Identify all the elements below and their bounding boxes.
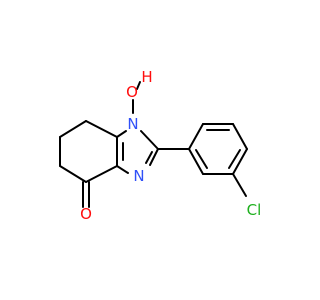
bond-c2-n3 [149, 148, 159, 166]
bond-c2-n3-inner [145, 151, 153, 164]
bond-c7-c6 [59, 120, 87, 138]
atom-label-nitrogen-1: N [127, 115, 138, 133]
bond-c6prime-c1prime-inner [195, 149, 208, 169]
bond-c5prime-cl [232, 173, 247, 197]
atom-label-oxygen-hydroxyl: O [126, 83, 138, 101]
bond-c6prime-c1prime [188, 148, 204, 175]
bond-c3prime-c4prime [232, 123, 248, 150]
atom-label-oxygen-carbonyl: O [80, 205, 92, 223]
bond-c5-c4 [59, 165, 87, 183]
bond-n1-c2 [140, 130, 159, 150]
atom-label-hydrogen-hydroxyl: H [141, 68, 152, 86]
bond-c4-c3a [85, 165, 118, 183]
bond-o-h [136, 81, 141, 90]
bond-layer [59, 81, 248, 208]
atom-label-nitrogen-3: N [133, 167, 144, 185]
atom-label-chlorine: Cl [247, 201, 262, 219]
molecule-structure-diagram: O H N N O Cl [59, 68, 261, 223]
bond-c4prime-c5prime [232, 148, 248, 175]
bond-c1prime-c2prime [188, 123, 204, 150]
bond-c7a-n1 [116, 130, 127, 138]
bond-c4prime-c5prime-inner [228, 149, 241, 169]
bond-c7a-c7 [85, 120, 118, 138]
bond-n3-c3a [116, 165, 129, 174]
atom-label-layer: O H N N O Cl [80, 68, 261, 223]
